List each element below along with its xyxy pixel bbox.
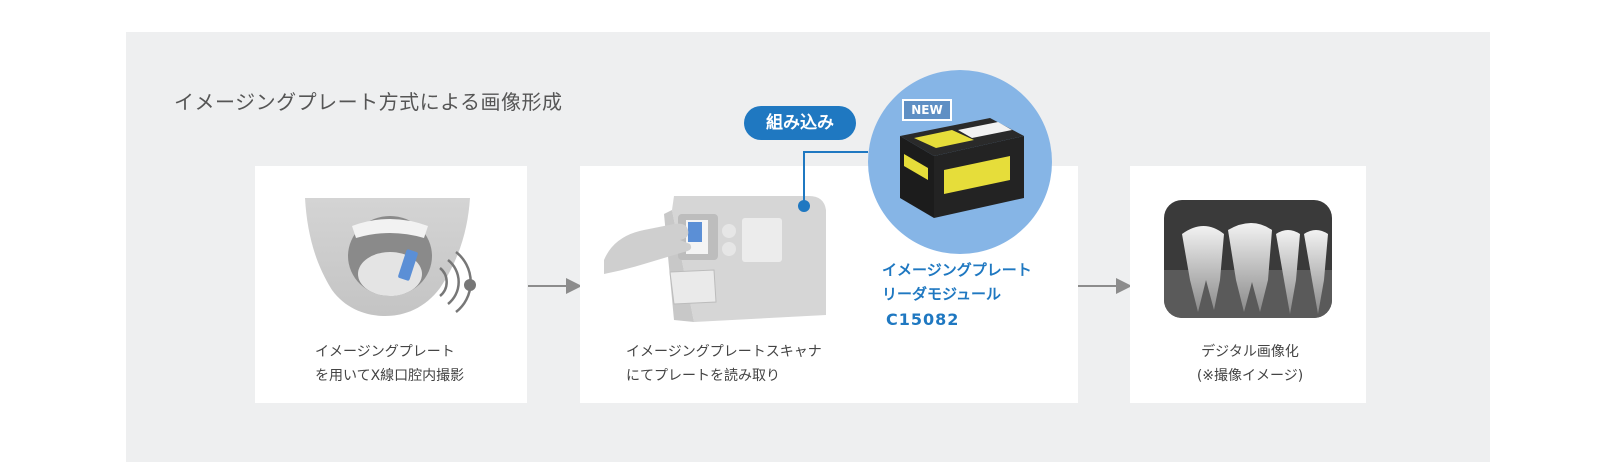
module-box-illustration bbox=[900, 118, 1024, 218]
new-tag: NEW bbox=[902, 99, 952, 121]
step-caption-scanner: イメージングプレートスキャナ にてプレートを読み取り bbox=[626, 344, 822, 384]
xray-source-icon bbox=[464, 279, 476, 291]
plate-insert-icon bbox=[688, 222, 702, 242]
step-caption-xray: イメージングプレート を用いてX線口腔内撮影 bbox=[315, 344, 465, 384]
imaging-plate-icon bbox=[398, 249, 418, 281]
embedded-badge: 組み込み bbox=[744, 106, 856, 140]
module-photo-circle bbox=[868, 70, 1052, 254]
module-model-number: C15082 bbox=[886, 310, 960, 329]
arrow-right-icon bbox=[528, 278, 582, 294]
scanner-illustration bbox=[604, 196, 826, 322]
step-caption-digital: デジタル画像化 (※撮像イメージ) bbox=[1196, 344, 1304, 384]
hand-icon bbox=[604, 223, 692, 274]
mouth-xray-illustration bbox=[305, 198, 476, 316]
diagram-title: イメージングプレート方式による画像形成 bbox=[174, 90, 563, 114]
dental-xray-image bbox=[1164, 200, 1332, 318]
module-connector-line bbox=[798, 151, 868, 212]
module-name: イメージングプレート リーダモジュール bbox=[882, 261, 1032, 303]
arrow-right-icon bbox=[1078, 278, 1132, 294]
